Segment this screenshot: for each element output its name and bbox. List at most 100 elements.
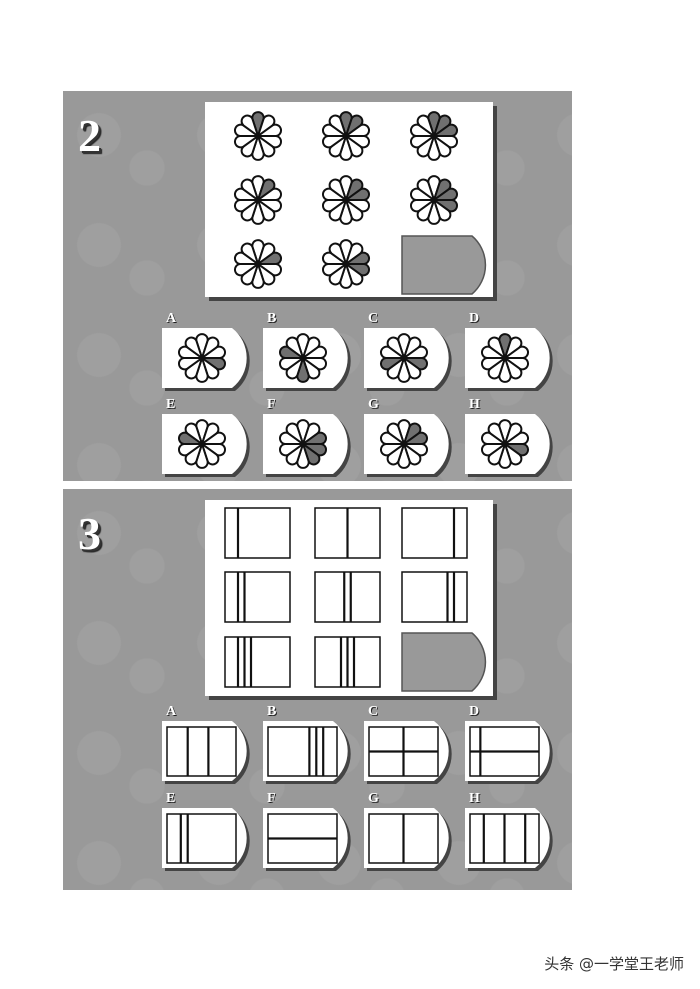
option-figure <box>263 414 351 477</box>
option-label: F <box>267 791 276 806</box>
option-c[interactable]: C <box>364 311 456 393</box>
option-label: G <box>368 397 379 412</box>
option-g[interactable]: G <box>364 397 456 479</box>
option-d[interactable]: D <box>465 311 557 393</box>
line-figure <box>224 636 291 688</box>
option-label: G <box>368 791 379 806</box>
line-figure <box>267 726 338 777</box>
option-label: C <box>368 704 379 719</box>
line-figure <box>469 726 540 777</box>
option-figure <box>465 328 553 391</box>
missing-cell-placeholder <box>401 632 487 692</box>
figure-frame <box>401 507 468 559</box>
petal <box>240 178 259 201</box>
line-figure <box>314 636 381 688</box>
option-f[interactable]: F <box>263 397 355 479</box>
flower <box>279 419 327 469</box>
figure-frame <box>166 813 237 864</box>
option-figure <box>364 721 452 784</box>
petal <box>240 242 259 265</box>
flower <box>234 239 282 289</box>
option-label: C <box>368 311 379 326</box>
petal <box>386 422 405 445</box>
option-a[interactable]: A <box>162 311 254 393</box>
petal <box>184 422 203 445</box>
flower <box>234 175 282 225</box>
flower <box>322 175 370 225</box>
petal <box>487 336 506 359</box>
option-g[interactable]: G <box>364 791 456 873</box>
option-h[interactable]: H <box>465 791 557 873</box>
line-figure <box>368 813 439 864</box>
option-label: A <box>166 311 177 326</box>
option-label: E <box>166 791 176 806</box>
line-figure <box>368 726 439 777</box>
option-e[interactable]: E <box>162 791 254 873</box>
flower <box>410 111 458 161</box>
option-figure <box>162 328 250 391</box>
puzzle-grid <box>205 102 493 297</box>
petal <box>285 422 304 445</box>
petal <box>416 178 435 201</box>
option-figure <box>364 328 452 391</box>
option-b[interactable]: B <box>263 311 355 393</box>
option-label: B <box>267 311 277 326</box>
petal <box>285 336 304 359</box>
puzzle-2-panel: 2 A B C D E F G H <box>63 91 572 481</box>
option-figure <box>162 808 250 871</box>
figure-frame <box>401 571 468 623</box>
figure-frame <box>224 636 291 688</box>
option-e[interactable]: E <box>162 397 254 479</box>
option-figure <box>465 721 553 784</box>
flower <box>481 333 529 383</box>
petal <box>240 114 259 137</box>
missing-cell-placeholder <box>401 235 487 295</box>
line-figure <box>401 507 468 559</box>
line-figure <box>401 571 468 623</box>
option-figure <box>364 414 452 477</box>
line-figure <box>469 813 540 864</box>
flower <box>410 175 458 225</box>
option-a[interactable]: A <box>162 704 254 786</box>
line-matrix <box>224 507 487 692</box>
line-figure <box>224 571 291 623</box>
petal <box>328 114 347 137</box>
option-c[interactable]: C <box>364 704 456 786</box>
option-figure <box>364 808 452 871</box>
petal <box>328 242 347 265</box>
line-figure <box>166 726 237 777</box>
option-label: A <box>166 704 177 719</box>
line-figure <box>314 507 381 559</box>
flower <box>279 333 327 383</box>
flower <box>234 111 282 161</box>
option-label: F <box>267 397 276 412</box>
option-label: H <box>469 791 480 806</box>
line-figure <box>314 571 381 623</box>
flower <box>322 239 370 289</box>
petal <box>416 114 435 137</box>
puzzle-grid <box>205 500 493 696</box>
option-d[interactable]: D <box>465 704 557 786</box>
flower <box>322 111 370 161</box>
flower <box>481 419 529 469</box>
option-figure <box>162 414 250 477</box>
option-figure <box>263 721 351 784</box>
option-f[interactable]: F <box>263 791 355 873</box>
option-h[interactable]: H <box>465 397 557 479</box>
option-figure <box>263 328 351 391</box>
flower <box>178 333 226 383</box>
figure-frame <box>314 571 381 623</box>
option-label: E <box>166 397 176 412</box>
figure-frame <box>224 571 291 623</box>
option-label: H <box>469 397 480 412</box>
puzzle-number: 2 <box>78 110 101 161</box>
option-figure <box>263 808 351 871</box>
puzzle-number: 3 <box>78 508 101 559</box>
petal <box>386 336 405 359</box>
petal <box>487 422 506 445</box>
flower-matrix <box>234 111 487 295</box>
option-b[interactable]: B <box>263 704 355 786</box>
figure-frame <box>267 726 338 777</box>
petal <box>328 178 347 201</box>
